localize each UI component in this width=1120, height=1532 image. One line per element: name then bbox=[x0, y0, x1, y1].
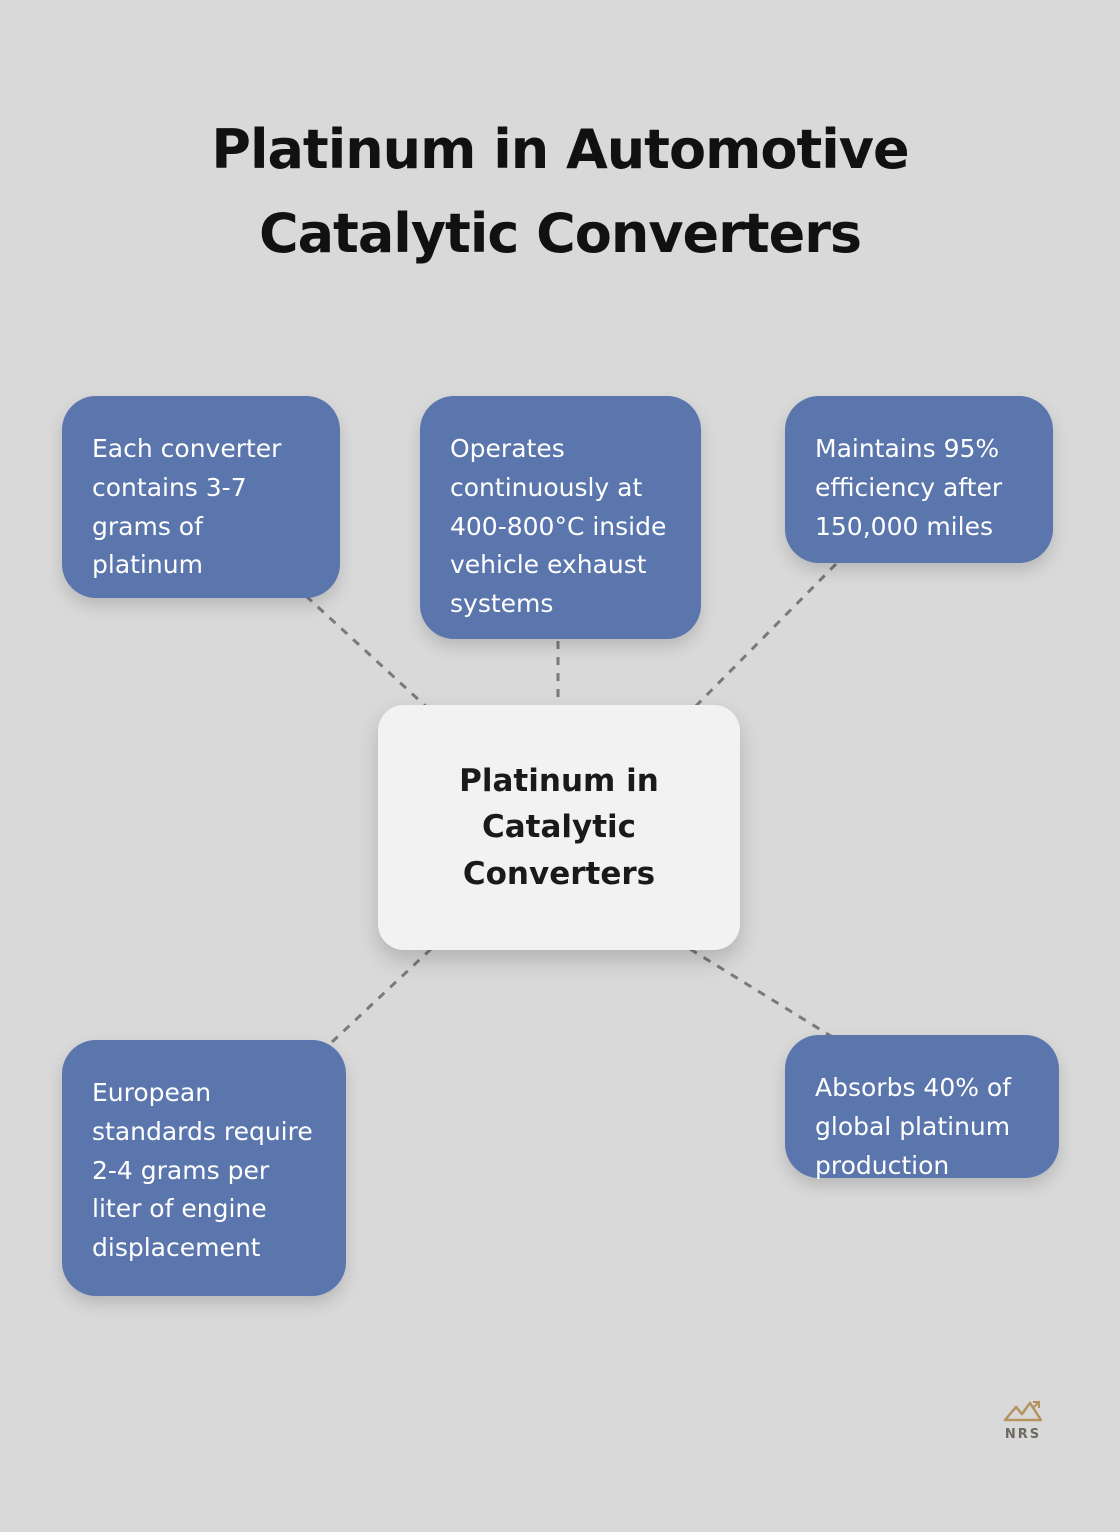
center-node: Platinum in Catalytic Converters bbox=[378, 705, 740, 950]
connector-bottom-left bbox=[330, 947, 433, 1044]
node-maintains-text: Maintains 95% efficiency after 150,000 m… bbox=[815, 434, 1003, 541]
connector-top-left bbox=[304, 594, 435, 715]
center-node-label: Platinum in Catalytic Converters bbox=[459, 762, 659, 892]
connector-top-right bbox=[688, 562, 838, 714]
connector-bottom-right bbox=[689, 947, 835, 1040]
node-each-converter-text: Each converter contains 3-7 grams of pla… bbox=[92, 434, 282, 580]
node-operates-text: Operates continuously at 400-800°C insid… bbox=[450, 434, 667, 618]
node-operates: Operates continuously at 400-800°C insid… bbox=[420, 396, 701, 639]
node-european-standards: European standards require 2-4 grams per… bbox=[62, 1040, 346, 1296]
node-maintains: Maintains 95% efficiency after 150,000 m… bbox=[785, 396, 1053, 563]
node-european-standards-text: European standards require 2-4 grams per… bbox=[92, 1078, 313, 1262]
node-absorbs-text: Absorbs 40% of global platinum productio… bbox=[815, 1073, 1012, 1180]
nrs-logo: NRS bbox=[992, 1400, 1054, 1442]
nrs-logo-text: NRS bbox=[1004, 1427, 1042, 1442]
node-absorbs: Absorbs 40% of global platinum productio… bbox=[785, 1035, 1059, 1180]
node-each-converter: Each converter contains 3-7 grams of pla… bbox=[62, 396, 340, 598]
page-title: Platinum in Automotive Catalytic Convert… bbox=[211, 118, 909, 265]
nrs-logo-icon bbox=[1003, 1401, 1043, 1422]
